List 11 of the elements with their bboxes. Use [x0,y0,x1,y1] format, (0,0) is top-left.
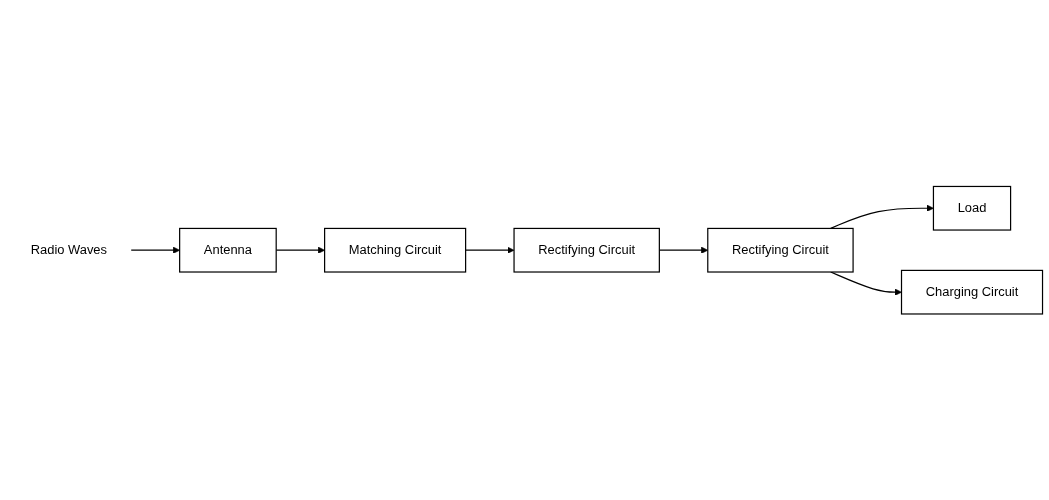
node-box: Rectifying Circuit [707,227,854,273]
node-box: Charging Circuit [900,269,1044,315]
node-box: Antenna [179,227,277,273]
node-box: Matching Circuit [324,227,467,273]
arrow [830,271,902,296]
arrow [830,204,934,229]
arrow [130,246,180,254]
arrow [465,246,515,254]
node-text: Radio Waves [30,242,108,257]
node-box: Load [932,185,1012,231]
node-box: Rectifying Circuit [513,227,660,273]
